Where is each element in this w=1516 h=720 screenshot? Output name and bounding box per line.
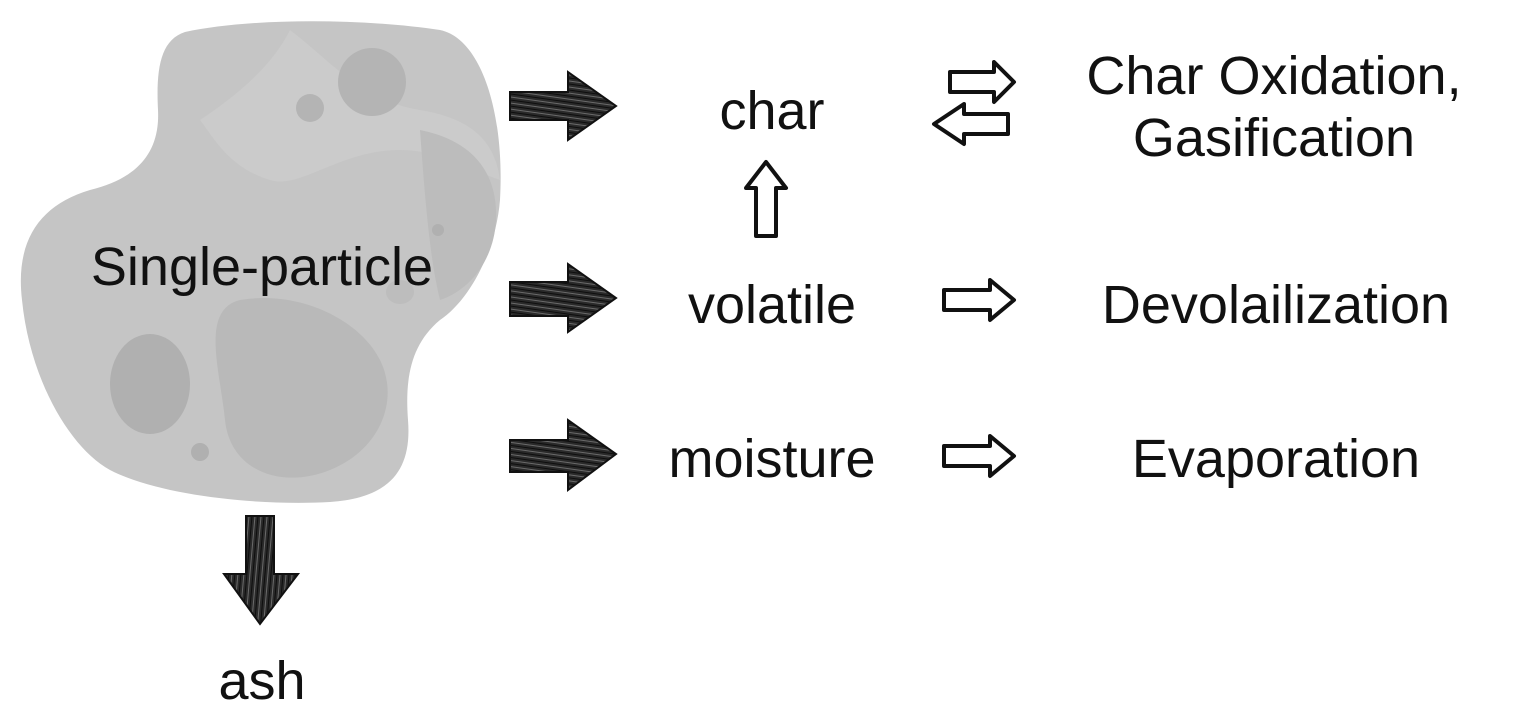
particle-patch-right xyxy=(420,130,497,300)
particle-shape xyxy=(20,21,501,503)
process-moisture-label: Evaporation xyxy=(1131,429,1421,489)
particle-spot-5 xyxy=(432,224,444,236)
product-moisture-label: moisture xyxy=(668,429,876,489)
product-volatile-label: volatile xyxy=(687,275,857,335)
process-char-line2: Gasification xyxy=(1132,107,1416,168)
particle-spot-6 xyxy=(386,280,414,304)
hatched-right-arrow-icon xyxy=(509,70,618,142)
particle-spot-3 xyxy=(110,334,190,434)
hatched-right-arrow-icon xyxy=(509,262,618,334)
process-char-line1: Char Oxidation, xyxy=(1086,46,1462,106)
particle-label: Single-particle xyxy=(90,237,434,297)
hatched-down-arrow-icon xyxy=(222,515,301,626)
process-char-label: Char Oxidation, Gasification xyxy=(1086,46,1461,169)
particle-patch-large xyxy=(215,298,388,478)
particle-spot-2 xyxy=(296,94,324,122)
product-char-label: char xyxy=(719,81,825,141)
hatched-right-arrow-icon xyxy=(509,418,618,492)
outline-bidirectional-arrows-icon xyxy=(932,60,1016,146)
outline-right-arrow-icon xyxy=(942,434,1016,478)
particle-spot-1 xyxy=(338,48,406,116)
particle-spot-4 xyxy=(191,443,209,461)
outline-right-arrow-icon xyxy=(942,278,1016,322)
product-ash-label: ash xyxy=(218,651,306,711)
outline-up-arrow-icon xyxy=(744,160,788,238)
process-volatile-label: Devolailization xyxy=(1101,275,1451,335)
